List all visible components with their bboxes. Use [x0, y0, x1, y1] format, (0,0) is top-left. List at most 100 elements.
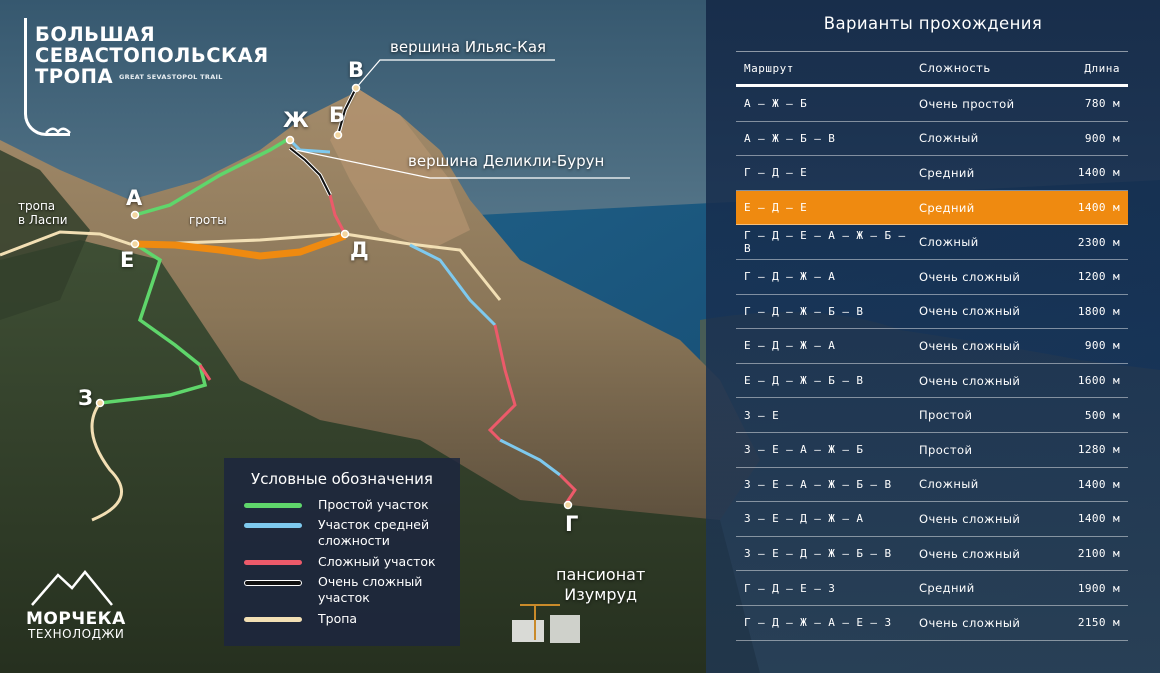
- cell-route: З — Е — А — Ж — Б — В: [744, 477, 892, 491]
- logo-english: GREAT SEVASTOPOL TRAIL: [119, 73, 223, 81]
- marker-zh: [285, 135, 295, 145]
- cell-length: 1400 м: [1077, 512, 1120, 526]
- point-label-v: В: [348, 58, 365, 82]
- table-row: З — Е — А — Ж — Б — В Сложный 1400 м: [736, 468, 1128, 503]
- forest-slope: [0, 240, 760, 673]
- legend-swatch-path: [244, 617, 302, 622]
- point-label-zh: Ж: [283, 108, 309, 132]
- point-label-z: З: [78, 386, 93, 410]
- trail-easy: [99, 242, 208, 405]
- routes-title: Варианты прохождения: [823, 14, 1043, 33]
- marker-v: [351, 83, 361, 93]
- routes-panel: Варианты прохождения Маршрут Сложность Д…: [706, 0, 1160, 673]
- cell-difficulty: Очень сложный: [919, 338, 1021, 353]
- pension-line1: пансионат: [556, 565, 646, 584]
- cell-difficulty: Средний: [919, 165, 975, 180]
- cell-route: Е — Д — Ж — А: [744, 339, 836, 353]
- trail-path: [90, 402, 123, 522]
- crane: [520, 604, 560, 640]
- legend-text-medium: Участок средней сложности: [318, 517, 430, 548]
- cell-difficulty: Простой: [919, 408, 973, 423]
- cell-route: Е — Д — Е: [744, 201, 808, 215]
- legend-title: Условные обозначения: [251, 470, 433, 488]
- trail-path: [0, 230, 341, 257]
- logo-line-3: ТРОПА: [35, 65, 114, 88]
- cell-length: 780 м: [1084, 97, 1120, 111]
- trail-very-hard: [289, 147, 331, 196]
- point-label-e: Е: [120, 248, 135, 272]
- cell-length: 1200 м: [1077, 270, 1120, 284]
- brand: МОРЧЕКА ТЕХНОЛОДЖИ: [26, 565, 136, 645]
- cell-difficulty: Сложный: [919, 131, 979, 146]
- marker-b: [333, 130, 343, 140]
- cell-route: З — Е — А — Ж — Б: [744, 443, 864, 457]
- legend-text-path: Тропа: [318, 611, 358, 626]
- cell-length: 1900 м: [1077, 581, 1120, 595]
- trail-medium: [409, 243, 497, 327]
- trail-logo: БОЛЬШАЯ СЕВАСТОПОЛЬСКАЯ ТРОПА GREAT SEVA…: [24, 18, 268, 153]
- legend-text-very-hard: Очень сложный участок: [318, 574, 423, 605]
- marker-a: [130, 210, 140, 220]
- legend-swatch-hard: [244, 560, 302, 565]
- table-row: З — Е — А — Ж — Б Простой 1280 м: [736, 433, 1128, 468]
- table-row: Г — Д — Е — З Средний 1900 м: [736, 571, 1128, 606]
- building: [512, 620, 544, 642]
- cell-difficulty: Очень сложный: [919, 304, 1021, 319]
- cell-difficulty: Средний: [919, 581, 975, 596]
- marker-g: [563, 500, 573, 510]
- cell-length: 1800 м: [1077, 304, 1120, 318]
- legend-item-very-hard: Очень сложный участок: [244, 574, 460, 611]
- building: [550, 615, 580, 643]
- cell-length: 2300 м: [1077, 235, 1120, 249]
- trail-highlight: [134, 232, 347, 260]
- cell-difficulty: Очень сложный: [919, 269, 1021, 284]
- trail-path: [344, 232, 502, 301]
- cell-route: Г — Д — Ж — А — Е — З: [744, 616, 892, 630]
- cell-difficulty: Сложный: [919, 477, 979, 492]
- cell-difficulty: Очень сложный: [919, 373, 1021, 388]
- logo-line-2: СЕВАСТОПОЛЬСКАЯ: [35, 44, 269, 67]
- brand-sub: ТЕХНОЛОДЖИ: [28, 627, 125, 641]
- cell-difficulty: Очень простой: [919, 96, 1015, 111]
- header-difficulty: Сложность: [919, 61, 991, 75]
- cell-difficulty: Средний: [919, 200, 975, 215]
- cell-route: З — Е: [744, 408, 780, 422]
- point-label-a: А: [126, 186, 143, 210]
- marker-e: [130, 239, 140, 249]
- header-route: Маршрут: [744, 61, 794, 75]
- cell-route: З — Е — Д — Ж — Б — В: [744, 547, 892, 561]
- cell-route: Г — Д — Е — З: [744, 581, 836, 595]
- cell-difficulty: Сложный: [919, 235, 979, 250]
- marker-d: [340, 229, 350, 239]
- trail-hard: [558, 473, 577, 506]
- cell-route: З — Е — Д — Ж — А: [744, 512, 864, 526]
- legend: Условные обозначения Простой участок Уча…: [224, 458, 460, 646]
- legend-swatch-easy: [244, 503, 302, 508]
- cell-length: 2150 м: [1077, 616, 1120, 630]
- legend-item-hard: Сложный участок: [244, 554, 460, 574]
- cell-length: 1400 м: [1077, 477, 1120, 491]
- trail-laspi-line2: в Ласпи: [18, 213, 68, 227]
- cell-difficulty: Очень сложный: [919, 511, 1021, 526]
- legend-item-path: Тропа: [244, 611, 460, 631]
- logo-line-1: БОЛЬШАЯ: [35, 23, 156, 46]
- cell-length: 1600 м: [1077, 374, 1120, 388]
- logo-frame: [24, 18, 70, 136]
- legend-swatch-very-hard: [244, 580, 302, 586]
- cell-length: 900 м: [1084, 131, 1120, 145]
- cell-length: 1280 м: [1077, 443, 1120, 457]
- header-length: Длина: [1084, 61, 1120, 75]
- cell-length: 1400 м: [1077, 166, 1120, 180]
- cell-difficulty: Простой: [919, 442, 973, 457]
